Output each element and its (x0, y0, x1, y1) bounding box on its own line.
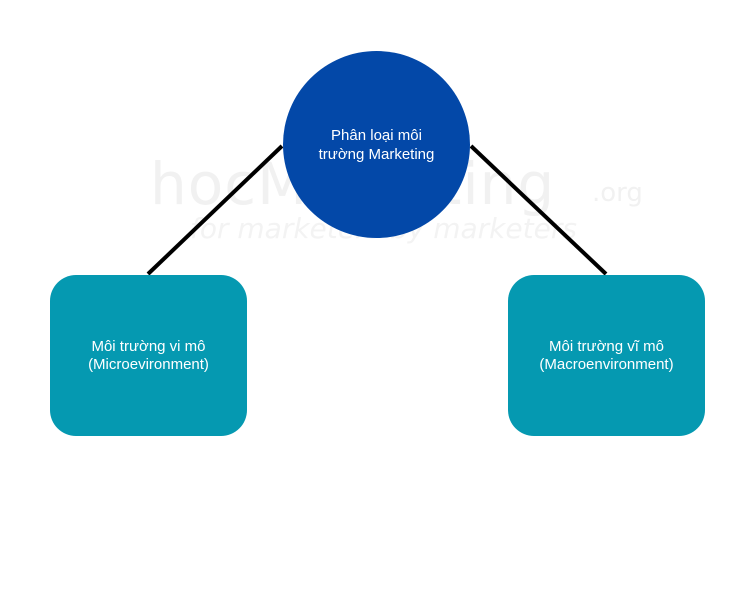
connector-root-to-left (146, 144, 284, 276)
root-node-marketing-environment: Phân loại môi trường Marketing (283, 51, 470, 238)
connector-root-to-right (469, 144, 608, 276)
child-node-microenvironment: Môi trường vi mô (Microevironment) (50, 275, 247, 436)
child-node-label-line2: (Microevironment) (88, 355, 209, 373)
child-node-label-line2: (Macroenvironment) (539, 355, 674, 373)
child-node-label-line1: Môi trường vi mô (91, 337, 206, 355)
root-node-label-line1: Phân loại môi (331, 126, 422, 144)
child-node-label: Môi trường vĩ mô (Macroenvironment) (539, 338, 673, 374)
child-node-label-line1: Môi trường vĩ mô (549, 337, 664, 355)
root-node-label: Phân loại môi trường Marketing (319, 126, 435, 164)
child-node-label: Môi trường vi mô (Microevironment) (88, 338, 209, 374)
root-node-label-line2: trường Marketing (318, 145, 435, 163)
child-node-macroenvironment: Môi trường vĩ mô (Macroenvironment) (508, 275, 705, 436)
